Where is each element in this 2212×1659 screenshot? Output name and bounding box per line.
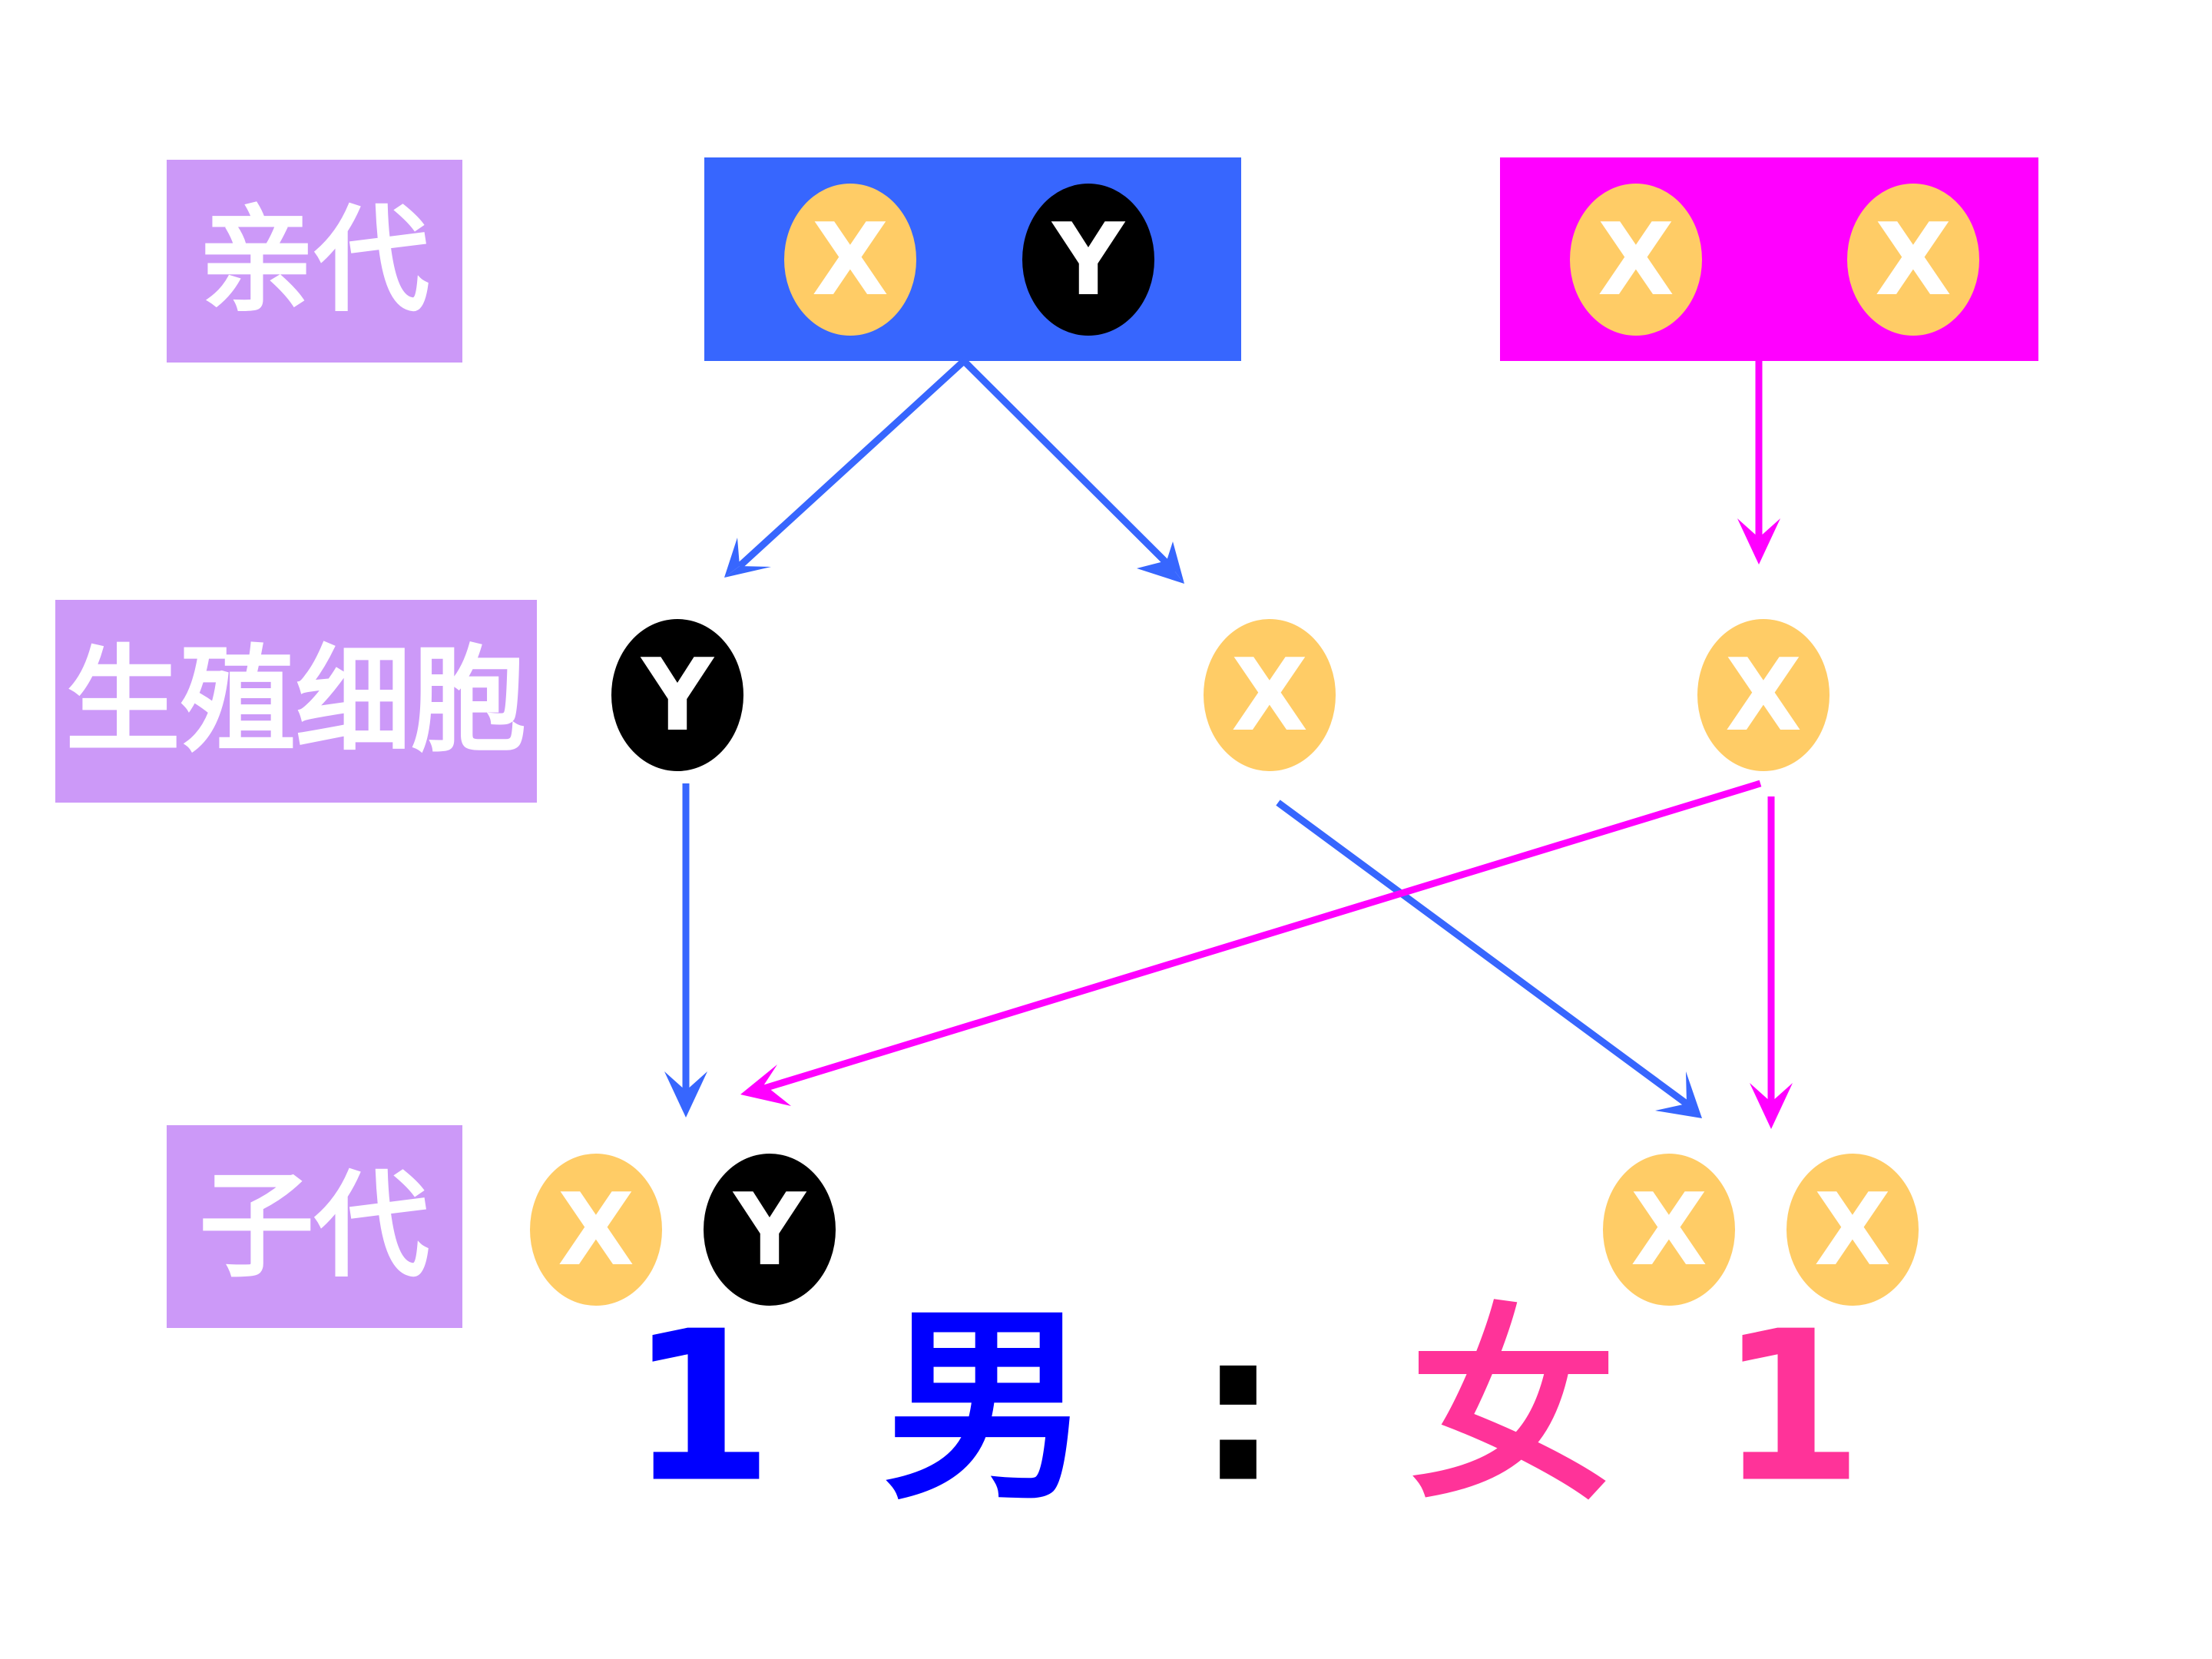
- father-arrow-to-x-gamete: [961, 358, 1178, 575]
- row-label-gamete-bg: [55, 600, 537, 803]
- arrowhead-5: [664, 1071, 707, 1118]
- arrowhead-1: [724, 566, 771, 578]
- ratio-female-count: 1: [1719, 1286, 1863, 1528]
- row-label-parent-bg: [167, 160, 462, 363]
- chromosome-y-shape: [611, 619, 743, 771]
- chromosome-x-shape: [1847, 184, 1979, 336]
- ratio-male-label: 男: [883, 1286, 1091, 1528]
- ratio-separator: :: [1197, 1286, 1280, 1528]
- chromosome-letter: Y: [732, 1171, 807, 1288]
- chromosome-x-shape: [1204, 619, 1336, 771]
- chromosome-x-shape: [1603, 1154, 1735, 1306]
- chromosome-letter: X: [1725, 637, 1802, 753]
- daughter-chromosome-x-1: X: [1603, 1154, 1735, 1306]
- chromosome-letter: X: [1631, 1171, 1707, 1288]
- father-arrowheads: [664, 538, 1702, 1118]
- row-label-parent: 亲代: [167, 160, 462, 363]
- chromosome-letter: X: [812, 201, 889, 318]
- mother-chromosome-x-2: X: [1847, 184, 1979, 336]
- father-arrow-to-y-gamete: [737, 358, 967, 569]
- chromosome-letter: X: [1598, 201, 1674, 318]
- mother-arrows: [755, 361, 1775, 1106]
- mother-chromosome-x-1: X: [1570, 184, 1702, 336]
- daughter-chromosome-x-2: X: [1786, 1154, 1919, 1306]
- chromosome-letter: X: [1231, 637, 1308, 753]
- father-chromosome-x: X: [784, 184, 916, 336]
- father-arrows: [682, 358, 1692, 1109]
- father-arrow-x-to-daughter: [1276, 800, 1692, 1109]
- chromosome-x-shape: [1697, 619, 1830, 771]
- row-label-gamete: 生殖细胞: [55, 600, 537, 803]
- arrowhead-6: [1655, 1071, 1702, 1118]
- arrowhead-4: [1137, 561, 1184, 584]
- mother-arrowheads: [740, 518, 1793, 1129]
- chromosome-x-shape: [1786, 1154, 1919, 1306]
- chromosome-letter: Y: [640, 637, 715, 753]
- chromosome-y-shape: [704, 1154, 836, 1306]
- chromosome-y-shape: [1022, 184, 1154, 336]
- sex-ratio: 1 男 : 女 1: [629, 1286, 1863, 1528]
- arrowhead-8: [740, 1065, 791, 1106]
- ratio-male-count: 1: [629, 1286, 773, 1528]
- arrowhead-2: [724, 538, 740, 578]
- chromosome-x-shape: [1570, 184, 1702, 336]
- gamete-x-mother: X: [1697, 619, 1830, 771]
- row-label-gamete-text: 生殖细胞: [65, 634, 526, 768]
- ratio-female-label: 女: [1409, 1286, 1617, 1528]
- chromosome-letter: X: [558, 1171, 634, 1288]
- father-chromosome-y: Y: [1022, 184, 1154, 336]
- son-chromosome-x: X: [530, 1154, 662, 1306]
- mother-arrow-x-to-son: [755, 780, 1762, 1094]
- arrowhead-9: [1750, 1083, 1793, 1129]
- gamete-y: Y: [611, 619, 743, 771]
- arrowhead-3: [1167, 541, 1184, 584]
- row-label-parent-text: 亲代: [199, 194, 429, 328]
- row-label-offspring: 子代: [167, 1125, 462, 1328]
- row-label-offspring-text: 子代: [199, 1160, 429, 1293]
- chromosome-x-shape: [530, 1154, 662, 1306]
- row-label-offspring-bg: [167, 1125, 462, 1328]
- arrowhead-7: [1737, 518, 1780, 565]
- son-chromosome-y: Y: [704, 1154, 836, 1306]
- gamete-x-father: X: [1204, 619, 1336, 771]
- chromosome-x-shape: [784, 184, 916, 336]
- chromosome-letter: X: [1814, 1171, 1891, 1288]
- chromosome-letter: Y: [1051, 201, 1126, 318]
- chromosome-letter: X: [1875, 201, 1952, 318]
